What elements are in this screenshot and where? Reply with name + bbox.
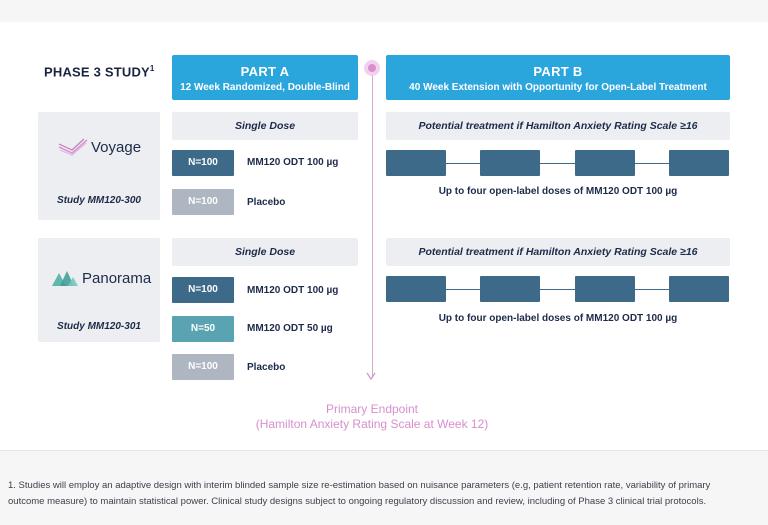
footnote: 1. Studies will employ an adaptive desig… bbox=[8, 480, 711, 507]
arm-dose-label: MM120 ODT 50 µg bbox=[247, 323, 333, 334]
arm-n-badge: N=100 bbox=[172, 354, 234, 380]
arm-dose-label: MM120 ODT 100 µg bbox=[247, 157, 339, 168]
part-b-criteria-header: Potential treatment if Hamilton Anxiety … bbox=[386, 112, 730, 140]
arm-n-badge: N=50 bbox=[172, 316, 234, 342]
part-b-header: PART B 40 Week Extension with Opportunit… bbox=[386, 55, 730, 100]
arm-dose-label: Placebo bbox=[247, 197, 286, 208]
open-label-dose-block bbox=[480, 276, 540, 302]
open-label-connector bbox=[446, 289, 670, 290]
open-label-dose-block bbox=[386, 150, 446, 176]
voyage-logo-name: Voyage bbox=[91, 139, 142, 156]
arm-dose-label: Placebo bbox=[247, 362, 286, 373]
open-label-connector bbox=[446, 163, 670, 164]
study-panorama-panel: Panorama Study MM120-301 bbox=[38, 238, 160, 342]
open-label-dose-block bbox=[575, 150, 635, 176]
timeline-line bbox=[372, 68, 373, 378]
study-id: Study MM120-300 bbox=[57, 195, 141, 206]
phase-title: PHASE 3 STUDY1 bbox=[44, 64, 155, 80]
part-b-criteria-header: Potential treatment if Hamilton Anxiety … bbox=[386, 238, 730, 266]
arm-n-badge: N=100 bbox=[172, 150, 234, 176]
panorama-logo-name: Panorama bbox=[82, 270, 152, 287]
arm-n-badge: N=100 bbox=[172, 189, 234, 215]
timeline-arrow-icon bbox=[366, 372, 376, 380]
open-label-dose-block bbox=[669, 276, 729, 302]
part-b-subtitle: 40 Week Extension with Opportunity for O… bbox=[409, 82, 707, 93]
study-id: Study MM120-301 bbox=[57, 321, 141, 332]
primary-endpoint-detail: (Hamilton Anxiety Rating Scale at Week 1… bbox=[255, 417, 489, 431]
study-voyage-panel: Voyage Study MM120-300 bbox=[38, 112, 160, 220]
part-a-dose-header: Single Dose bbox=[172, 238, 358, 266]
part-a-dose-header: Single Dose bbox=[172, 112, 358, 140]
open-label-caption: Up to four open-label doses of MM120 ODT… bbox=[438, 186, 678, 197]
primary-endpoint: Primary Endpoint (Hamilton Anxiety Ratin… bbox=[230, 402, 514, 432]
top-bar bbox=[0, 0, 768, 23]
part-a-subtitle: 12 Week Randomized, Double-Blind bbox=[180, 82, 350, 93]
voyage-logo-icon bbox=[58, 138, 88, 156]
open-label-dose-block bbox=[480, 150, 540, 176]
timeline-start-dot-inner bbox=[368, 64, 376, 72]
part-b-label: PART B bbox=[533, 64, 583, 79]
open-label-dose-block bbox=[669, 150, 729, 176]
open-label-caption: Up to four open-label doses of MM120 ODT… bbox=[438, 313, 678, 324]
primary-endpoint-title: Primary Endpoint bbox=[325, 402, 419, 416]
arm-n-badge: N=100 bbox=[172, 277, 234, 303]
open-label-dose-block bbox=[575, 276, 635, 302]
open-label-dose-block bbox=[386, 276, 446, 302]
part-a-label: PART A bbox=[240, 64, 290, 79]
panorama-logo-icon bbox=[52, 271, 78, 286]
arm-dose-label: MM120 ODT 100 µg bbox=[247, 285, 339, 296]
part-a-header: PART A 12 Week Randomized, Double-Blind bbox=[172, 55, 358, 100]
